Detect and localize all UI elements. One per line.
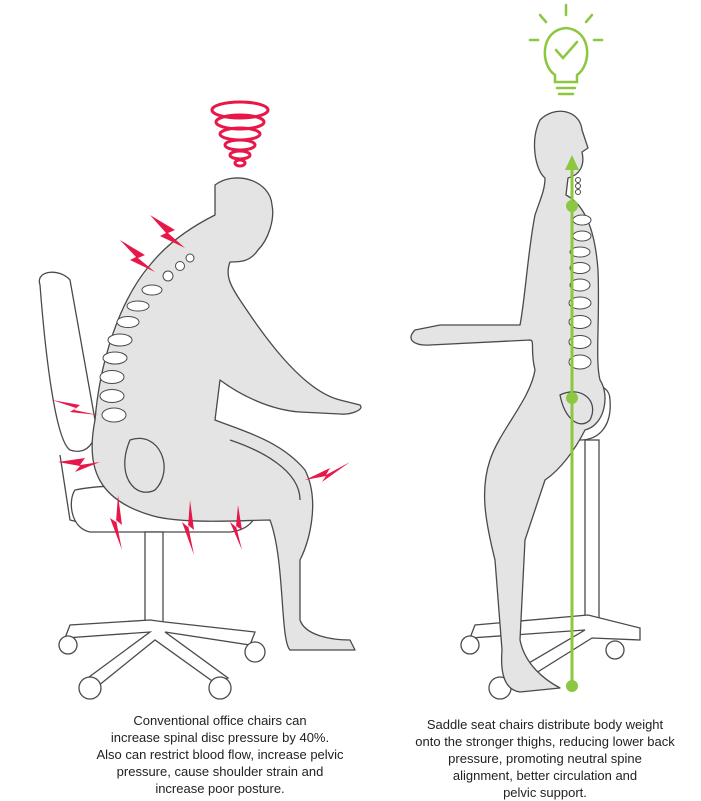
slouched-figure	[91, 177, 362, 651]
lightbulb-check-icon	[528, 3, 604, 96]
left-caption: Conventional office chairs can increase …	[96, 713, 344, 796]
spine-alignment-line	[565, 155, 579, 692]
stress-spiral-icon	[210, 100, 270, 168]
right-caption: Saddle seat chairs distribute body weigh…	[415, 717, 675, 800]
pain-lightning-icon	[52, 215, 350, 555]
curved-spine	[99, 253, 195, 423]
straight-spine	[568, 177, 592, 370]
